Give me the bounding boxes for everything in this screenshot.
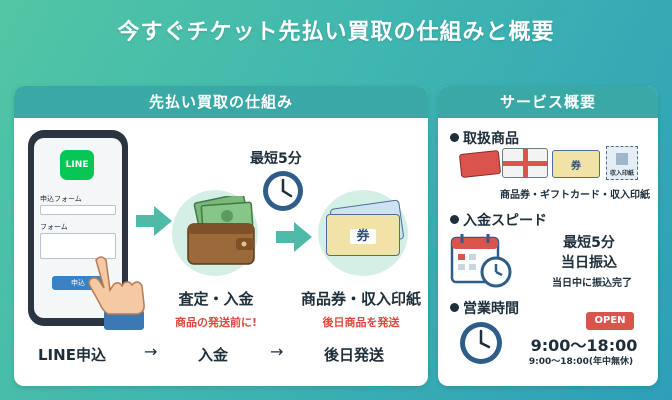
- gift-card-icon: [502, 148, 548, 178]
- hours-main: 9:00〜18:00: [530, 336, 638, 355]
- flow-step-2: 入金: [198, 346, 229, 364]
- bullet-icon: [450, 215, 459, 224]
- mechanism-panel: 先払い買取の仕組み LINE 申込フォーム フォーム 申込 最短5分: [14, 86, 428, 386]
- smartphone: LINE 申込フォーム フォーム 申込: [28, 130, 128, 326]
- form-field-1[interactable]: [40, 205, 116, 215]
- voucher-card: 券: [326, 214, 400, 256]
- calendar-clock-icon: [450, 234, 512, 288]
- bullet-icon: [450, 133, 459, 142]
- speed-line-3: 当日中に振込完了: [552, 278, 632, 289]
- product-card-1-icon: [458, 149, 502, 179]
- step2-note: 商品の発送前に!: [174, 316, 258, 329]
- wall-clock-icon: [460, 322, 502, 364]
- hours-title: 営業時間: [450, 298, 519, 318]
- bullet-icon: [450, 303, 459, 312]
- voucher-small-icon: 券: [552, 150, 600, 178]
- clock-icon: [263, 171, 303, 211]
- service-overview-header: サービス概要: [438, 86, 658, 118]
- flow-arrow-text-2: →: [270, 342, 284, 361]
- flow-arrow-1-icon: [136, 206, 172, 236]
- revenue-stamp-icon: 収入印紙: [606, 146, 638, 180]
- service-overview-panel: サービス概要 取扱商品 券 収入印紙 商品券・ギフトカード・収入印紙 入金スピー…: [438, 86, 658, 386]
- flow-step-1: LINE申込: [38, 346, 106, 364]
- speed-title: 入金スピード: [450, 210, 547, 230]
- products-caption: 商品券・ギフトカード・収入印紙: [500, 190, 650, 201]
- step3-note: 後日商品を発送: [322, 316, 400, 329]
- flow-arrow-2-icon: [276, 222, 312, 252]
- form-label-1: 申込フォーム: [40, 195, 82, 203]
- pointing-hand-icon: [88, 256, 145, 330]
- line-app-icon: LINE: [60, 150, 94, 180]
- voucher-card-label: 券: [350, 229, 376, 244]
- flow-step-3: 後日発送: [324, 346, 385, 364]
- form-field-2[interactable]: [40, 233, 116, 259]
- products-title: 取扱商品: [450, 128, 519, 148]
- page-title: 今すぐチケット先払い買取の仕組みと概要: [117, 20, 555, 45]
- voucher-small-label: 券: [571, 161, 581, 172]
- open-sign-label: OPEN: [594, 315, 626, 326]
- hours-sub: 9:00〜18:00(年中無休): [528, 357, 634, 367]
- wallet-money-icon: [187, 196, 255, 265]
- form-label-2: フォーム: [40, 223, 68, 231]
- mechanism-panel-header: 先払い買取の仕組み: [14, 86, 428, 118]
- speed-line-1: 最短5分: [563, 235, 615, 251]
- speed-badge-label: 最短5分: [250, 151, 302, 167]
- step3-caption: 商品券・収入印紙: [300, 290, 421, 308]
- line-app-label: LINE: [65, 160, 89, 170]
- revenue-stamp-label: 収入印紙: [609, 170, 634, 177]
- step2-caption: 査定・入金: [178, 290, 254, 308]
- open-sign: OPEN: [586, 312, 634, 330]
- speed-line-2: 当日振込: [561, 255, 617, 271]
- flow-arrow-text-1: →: [144, 342, 158, 361]
